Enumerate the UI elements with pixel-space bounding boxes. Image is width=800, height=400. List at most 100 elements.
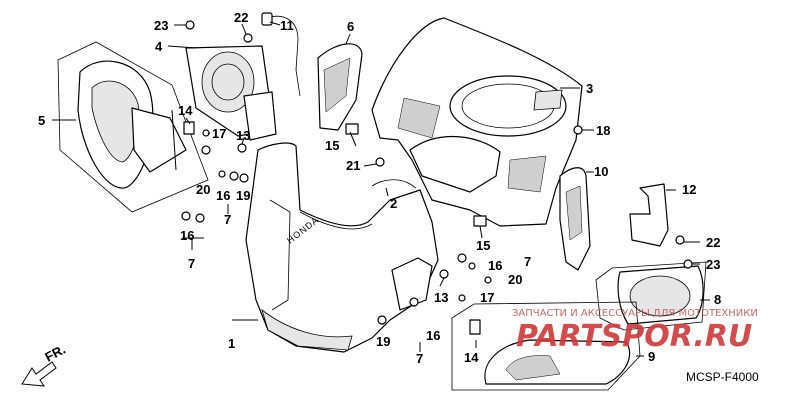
setting-wire xyxy=(371,179,417,189)
bolt-13-left xyxy=(237,143,247,153)
front-cowl-duct xyxy=(391,257,433,311)
nut-16-lower-left xyxy=(195,213,205,223)
left-mirror-rod xyxy=(171,109,177,171)
meter-unit-group xyxy=(185,45,277,141)
callout-numbers: 1 2 3 4 5 6 7 7 7 7 8 9 10 11 12 13 13 1… xyxy=(38,10,721,366)
nut-19-low xyxy=(377,315,387,325)
callout-14-b: 14 xyxy=(464,350,479,365)
left-inner-panel-group xyxy=(317,43,363,131)
callout-14-a: 14 xyxy=(178,103,193,118)
front-cowl-group: HONDA xyxy=(245,142,439,353)
diagram-code: MCSP-F4000 xyxy=(686,370,759,384)
callout-15-a: 15 xyxy=(325,138,339,153)
callout-17-a: 17 xyxy=(212,126,226,141)
inner-fairing-group xyxy=(371,17,583,227)
screw-17-mid xyxy=(458,294,466,302)
meter-unit-side-bracket xyxy=(243,91,277,141)
callout-7-b: 7 xyxy=(224,212,231,227)
screw-16-lower-left xyxy=(181,211,191,221)
bolt-22-right xyxy=(675,235,685,245)
right-inner-panel-group xyxy=(559,167,591,271)
right-light-lens xyxy=(629,275,691,317)
callout-13-a: 13 xyxy=(236,128,250,143)
callout-20-a: 20 xyxy=(196,182,210,197)
right-bracket-group xyxy=(629,183,669,247)
inner-fairing-switch-panel xyxy=(533,89,563,111)
callout-19-b: 19 xyxy=(376,334,390,349)
callout-17-b: 17 xyxy=(480,290,494,305)
bolt-22-top xyxy=(243,33,253,43)
nut-14-left xyxy=(201,145,211,155)
callout-8: 8 xyxy=(714,292,721,307)
washer-20-mid xyxy=(484,276,492,284)
callout-6: 6 xyxy=(347,19,354,34)
callout-13-b: 13 xyxy=(434,290,448,305)
right-mirror-bracket xyxy=(629,183,669,247)
bolt-23-top-left xyxy=(185,20,195,30)
callout-7-a: 7 xyxy=(188,256,195,271)
front-cowl-body xyxy=(245,142,439,353)
bolt-13-mid xyxy=(439,269,449,279)
callout-11: 11 xyxy=(280,18,294,33)
callout-7-d: 7 xyxy=(416,351,423,366)
screw-16-mid xyxy=(457,253,467,263)
front-cowl-windscreen-edge xyxy=(299,211,373,230)
callout-21: 21 xyxy=(346,158,360,173)
clip-14-mid xyxy=(469,319,481,335)
clip-14-left xyxy=(183,121,195,135)
callout-23-b: 23 xyxy=(706,257,720,272)
meter-unit-inner-ring xyxy=(211,63,245,101)
callout-7-c: 7 xyxy=(524,254,531,269)
screw-16-left xyxy=(229,171,239,181)
washer-20-left xyxy=(218,170,226,178)
lower-inner-panel-vent xyxy=(505,355,561,381)
clip-15-upper xyxy=(345,123,359,135)
bolt-18 xyxy=(573,125,583,135)
screw-17-left xyxy=(202,129,210,137)
callout-5: 5 xyxy=(38,113,45,128)
watermark: ЗАПЧАСТИ И АКСЕССУАРЫ ДЛЯ МОТОТЕХНИКИ PA… xyxy=(512,308,758,354)
stay-pipe xyxy=(265,15,301,97)
callout-22-a: 22 xyxy=(234,10,248,25)
callout-12: 12 xyxy=(682,182,696,197)
meter-unit-lens xyxy=(201,51,255,113)
meter-visor-opening xyxy=(449,75,567,137)
callout-16-d: 16 xyxy=(426,328,440,343)
callout-3: 3 xyxy=(586,81,593,96)
callout-22-b: 22 xyxy=(706,235,720,250)
screw-16-low xyxy=(409,297,419,307)
callout-9: 9 xyxy=(648,349,655,364)
inner-fairing-right-grille xyxy=(507,155,547,193)
leader-lines xyxy=(52,21,710,357)
callout-19-a: 19 xyxy=(236,188,250,203)
stay-pipe-group xyxy=(261,12,301,97)
callout-20-b: 20 xyxy=(508,272,522,287)
screw-21 xyxy=(375,157,385,167)
callout-16-c: 16 xyxy=(488,258,502,273)
callout-23-a: 23 xyxy=(154,18,168,33)
callout-1: 1 xyxy=(228,336,235,351)
front-label: FR. xyxy=(42,342,68,365)
callout-16-a: 16 xyxy=(180,228,194,243)
front-arrow-icon xyxy=(21,361,57,387)
callout-16-b: 16 xyxy=(216,188,230,203)
left-mirror-group xyxy=(57,41,209,213)
front-cowl-left-edge xyxy=(269,199,291,311)
clip-15-lower xyxy=(473,215,487,227)
front-direction-marker: FR. xyxy=(21,342,68,387)
callout-4: 4 xyxy=(155,39,163,54)
nut-19-left xyxy=(239,173,249,183)
lower-panel-group xyxy=(451,301,641,391)
inner-fairing-left-grille xyxy=(397,97,441,139)
watermark-text: ЗАПЧАСТИ И АКСЕССУАРЫ ДЛЯ МОТОТЕХНИКИ xyxy=(512,308,758,319)
right-light-frame xyxy=(595,261,707,331)
inner-fairing-lower-pocket xyxy=(409,135,501,193)
callout-10: 10 xyxy=(594,164,608,179)
mirror-frame-outline xyxy=(57,41,209,213)
left-inner-panel-grille xyxy=(323,57,351,113)
right-light-group xyxy=(595,261,707,331)
bolt-23-right xyxy=(683,259,693,269)
callout-18: 18 xyxy=(596,123,610,138)
